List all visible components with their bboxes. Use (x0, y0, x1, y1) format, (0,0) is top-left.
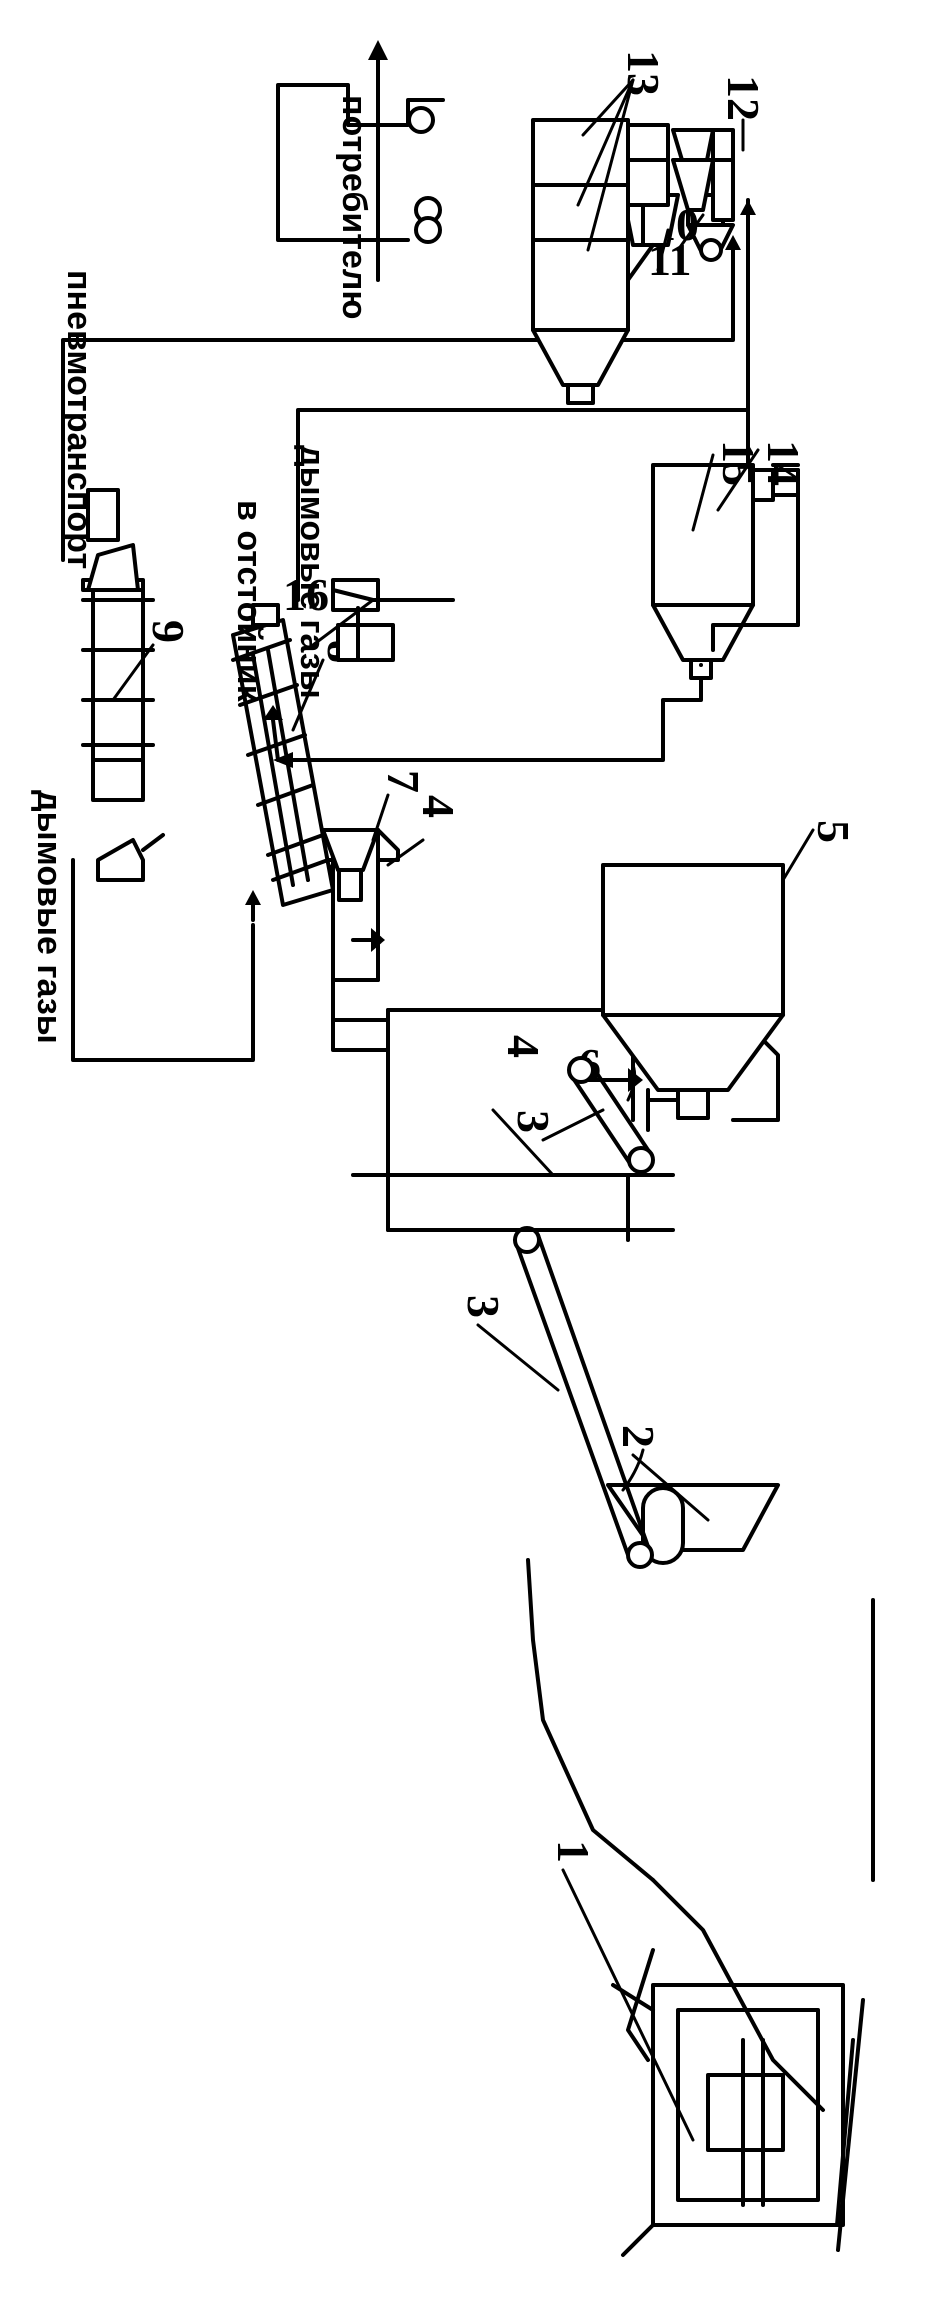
flue-gases-label-lower: дымовые газы (30, 790, 68, 1044)
leader-10 (676, 213, 705, 252)
label-number-2: 2 (613, 1425, 664, 1448)
exhaust-stack (331, 578, 800, 662)
leader-15 (691, 453, 715, 532)
product-silos (531, 118, 630, 405)
leader-7 (371, 793, 390, 842)
to-settler-label: в отстойник (230, 500, 268, 703)
inclined-conveyor-2 (567, 1056, 655, 1174)
leader-2 (631, 1453, 710, 1522)
label-number-16: 16 (283, 569, 329, 620)
inclined-conveyor-1 (513, 1226, 654, 1569)
label-number-4a: 4 (498, 1035, 549, 1058)
leader-13b (576, 78, 635, 207)
label-number-12: 12 (718, 75, 769, 121)
truck (276, 83, 445, 244)
leader-13a (581, 78, 635, 137)
flue-gas-line-lower (71, 858, 261, 1062)
label-number-7: 7 (378, 770, 429, 793)
cooling-drum (81, 488, 165, 882)
leader-11 (656, 228, 670, 272)
label-number-4b: 4 (413, 795, 464, 818)
leader-4a (491, 1108, 555, 1177)
leader-9 (111, 643, 155, 702)
leader-8 (291, 658, 325, 732)
raw-material-pile (526, 1558, 875, 2112)
leader-14 (716, 448, 760, 512)
rotated-diagram: 1 2 3 4 5 6 (30, 40, 875, 2257)
crusher-unit (611, 1983, 865, 2257)
filters-12 (616, 123, 735, 222)
leader-13c (586, 78, 635, 252)
to-consumer-label: потребителю (335, 95, 373, 319)
label-number-13: 13 (618, 50, 669, 96)
leader-3a (476, 1323, 560, 1392)
leader-16 (311, 598, 375, 647)
leader-1 (561, 1868, 695, 2142)
pneumatic-transport-line (61, 235, 741, 562)
consumer-arrow (368, 40, 388, 282)
pneumatic-transport-label: пневмотранспорт (60, 270, 98, 569)
label-number-5: 5 (808, 820, 859, 843)
label-number-3a: 3 (458, 1295, 509, 1318)
storage-bunker (601, 863, 785, 1132)
settler-arrow (273, 663, 703, 768)
label-number-1: 1 (548, 1840, 599, 1863)
label-number-9: 9 (143, 620, 194, 643)
leader-4b (386, 838, 425, 867)
label-number-15: 15 (713, 440, 764, 486)
label-number-14: 14 (758, 440, 809, 486)
label-number-11: 11 (648, 234, 691, 285)
label-number-3b: 3 (508, 1110, 559, 1133)
leader-5 (781, 828, 815, 882)
leader-3b (541, 1108, 605, 1142)
flue-gases-label-upper: дымовые газы (293, 445, 331, 699)
